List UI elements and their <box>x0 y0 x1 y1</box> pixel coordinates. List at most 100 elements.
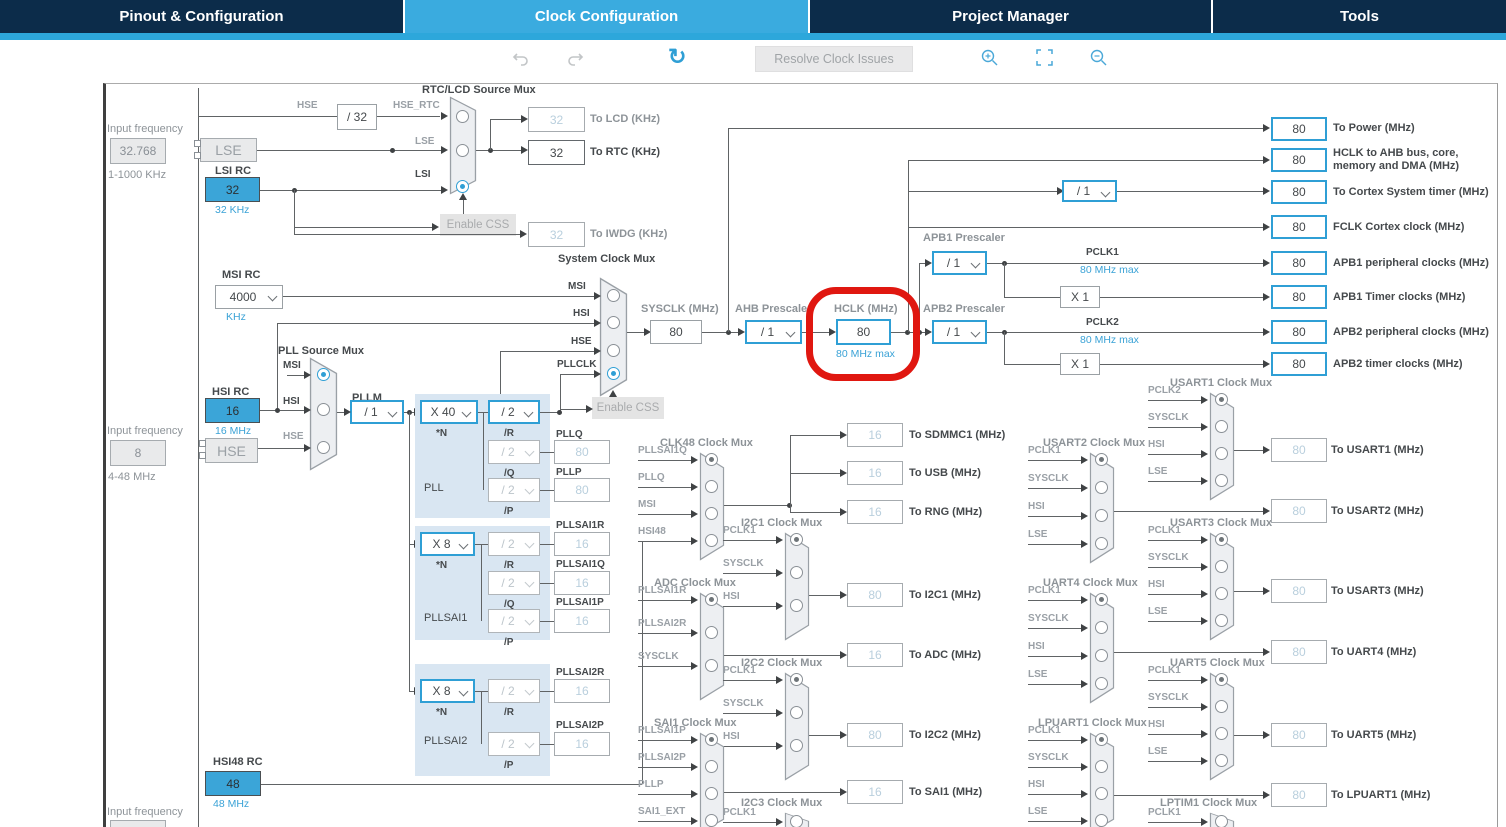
sysclk-radio[interactable] <box>790 566 803 579</box>
cortex-timer-label: To Cortex System timer (MHz) <box>1333 186 1489 198</box>
pllq-radio[interactable] <box>705 480 718 493</box>
fit-to-view-icon[interactable] <box>1036 49 1053 71</box>
msi-frequency-dropdown[interactable]: 4000 <box>215 285 283 309</box>
hsi-radio[interactable] <box>790 739 803 752</box>
pclk1-radio[interactable] <box>1095 453 1108 466</box>
pclk1-radio[interactable] <box>1095 593 1108 606</box>
refresh-icon[interactable]: ↻ <box>668 44 687 69</box>
tab-tools[interactable]: Tools <box>1213 0 1506 33</box>
pll-q-dropdown[interactable]: / 2 <box>488 440 540 464</box>
rtc-mux-hse-radio[interactable] <box>456 110 469 123</box>
hsi-radio[interactable] <box>1095 649 1108 662</box>
pllsrc-hsi-radio[interactable] <box>317 403 330 416</box>
pllsai1q-radio[interactable] <box>705 453 718 466</box>
hsi-radio[interactable] <box>1095 787 1108 800</box>
redo-icon[interactable] <box>565 48 585 73</box>
pllsai1-r-dropdown[interactable]: / 2 <box>488 532 540 556</box>
msi-radio[interactable] <box>705 507 718 520</box>
cortex-timer-divider-dropdown[interactable]: / 1 <box>1062 180 1117 202</box>
pllsai2p-radio[interactable] <box>705 760 718 773</box>
pllsrc-hse-radio[interactable] <box>317 441 330 454</box>
pclk1-radio[interactable] <box>790 673 803 686</box>
sysclk-radio[interactable] <box>1215 700 1228 713</box>
sai1_ext-radio[interactable] <box>705 814 718 827</box>
tab-pinout-configuration[interactable]: Pinout & Configuration <box>0 0 405 33</box>
lse-radio[interactable] <box>1095 677 1108 690</box>
hse-rtc-div32-box[interactable]: / 32 <box>337 104 377 130</box>
pllsai1p-radio[interactable] <box>705 733 718 746</box>
arrowhead <box>1201 396 1208 404</box>
hse-port-top <box>199 440 206 447</box>
zoom-out-icon[interactable] <box>1090 49 1108 72</box>
sysclk-radio[interactable] <box>790 706 803 719</box>
pclk1-radio[interactable] <box>1215 673 1228 686</box>
pclk1-radio[interactable] <box>1095 733 1108 746</box>
sysclk-radio[interactable] <box>1095 481 1108 494</box>
hsi-radio[interactable] <box>1215 447 1228 460</box>
sysclk-radio[interactable] <box>1095 621 1108 634</box>
lse-radio[interactable] <box>1215 474 1228 487</box>
sys-enable-css-button[interactable]: Enable CSS <box>592 397 664 419</box>
pclk1-radio[interactable] <box>1215 815 1228 827</box>
apb2-prescaler-dropdown[interactable]: / 1 <box>932 320 987 344</box>
bottom-input-frequency-field[interactable] <box>110 820 166 827</box>
pllsrc-msi-radio[interactable] <box>317 368 330 381</box>
sysclk-radio[interactable] <box>1215 560 1228 573</box>
pllsai2-p-dropdown[interactable]: / 2 <box>488 732 540 756</box>
sysmux-msi-label: MSI <box>568 281 586 292</box>
hclk-value-box[interactable]: 80 <box>836 319 891 345</box>
sysmux-hse-radio[interactable] <box>607 344 620 357</box>
pll-n-dropdown[interactable]: X 40 <box>420 400 478 424</box>
pllsai1-q-dropdown[interactable]: / 2 <box>488 571 540 595</box>
sysclk-radio[interactable] <box>1095 760 1108 773</box>
arrowhead <box>1201 536 1208 544</box>
lse-radio[interactable] <box>1095 537 1108 550</box>
sysmux-pllclk-radio[interactable] <box>607 367 620 380</box>
apb1-prescaler-dropdown[interactable]: / 1 <box>932 251 987 275</box>
rtc-mux-lsi-radio[interactable] <box>456 180 469 193</box>
hsi-radio[interactable] <box>1215 727 1228 740</box>
resolve-clock-issues-button[interactable]: Resolve Clock Issues <box>755 46 913 72</box>
sysmux-hsi-radio[interactable] <box>607 316 620 329</box>
tab-clock-configuration[interactable]: Clock Configuration <box>405 0 810 33</box>
hsi-radio[interactable] <box>1095 509 1108 522</box>
pll-p-dropdown[interactable]: / 2 <box>488 478 540 502</box>
pllsai2r-radio[interactable] <box>705 626 718 639</box>
sysclk-radio[interactable] <box>1215 420 1228 433</box>
lse-radio[interactable] <box>1215 754 1228 767</box>
pclk2-radio[interactable] <box>1215 393 1228 406</box>
pllsrc-hse-label: HSE <box>283 431 304 442</box>
lse-input-frequency-field[interactable]: 32.768 <box>110 138 166 164</box>
tab-project-manager[interactable]: Project Manager <box>810 0 1213 33</box>
sysmux-msi-radio[interactable] <box>607 289 620 302</box>
wire <box>1148 400 1204 401</box>
sysclk-radio[interactable] <box>705 659 718 672</box>
pllsai2-p-label: /P <box>504 760 514 771</box>
pllsai2-r-dropdown[interactable]: / 2 <box>488 679 540 703</box>
rtc-mux-lse-radio[interactable] <box>456 144 469 157</box>
arrowhead <box>586 405 593 413</box>
ahb-prescaler-dropdown[interactable]: / 1 <box>745 320 802 344</box>
pllsai1-n-dropdown[interactable]: X 8 <box>420 532 475 556</box>
hsi-radio[interactable] <box>1215 587 1228 600</box>
pclk1-radio[interactable] <box>790 533 803 546</box>
i2c3-clock-mux: PCLK1 <box>723 807 810 827</box>
hsi48-radio[interactable] <box>705 534 718 547</box>
lse-radio[interactable] <box>1095 814 1108 827</box>
pclk1-radio[interactable] <box>1215 533 1228 546</box>
pllsai1-p-dropdown[interactable]: / 2 <box>488 609 540 633</box>
pllm-dropdown[interactable]: / 1 <box>350 400 404 424</box>
pll-r-dropdown[interactable]: / 2 <box>488 400 540 424</box>
to-rtc-value-box[interactable]: 32 <box>528 140 585 165</box>
hsi-radio[interactable] <box>790 599 803 612</box>
zoom-in-icon[interactable] <box>981 49 999 72</box>
pllsai2-n-dropdown[interactable]: X 8 <box>420 679 475 703</box>
rtc-enable-css-button[interactable]: Enable CSS <box>440 214 516 236</box>
pclk1-radio[interactable] <box>790 815 803 827</box>
wire <box>283 296 594 297</box>
hse-input-frequency-field[interactable]: 8 <box>110 440 166 466</box>
lse-radio[interactable] <box>1215 614 1228 627</box>
pllp-radio[interactable] <box>705 787 718 800</box>
pllsai1r-radio[interactable] <box>705 593 718 606</box>
undo-icon[interactable] <box>511 48 531 73</box>
